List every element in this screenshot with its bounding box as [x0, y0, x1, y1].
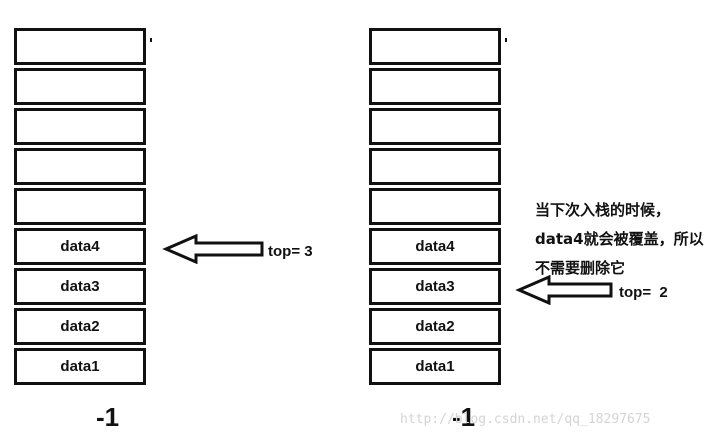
left-stack: data4 data3 data2 data1	[14, 28, 152, 390]
stack-slot	[14, 108, 146, 145]
left-base-label: -1	[96, 402, 120, 432]
left-arrow-icon	[515, 275, 613, 305]
stack-slot	[14, 188, 146, 225]
stack-slot-data2: data2	[14, 308, 146, 345]
right-base-label: -1	[452, 402, 476, 432]
overwrite-note: 当下次入栈的时候，data4就会被覆盖，所以不需要删除它	[535, 201, 704, 277]
stack-slot-data4: data4	[369, 228, 501, 265]
stack-slot	[369, 68, 501, 105]
stack-slot	[14, 28, 146, 65]
right-top-label: top= 2	[619, 284, 668, 301]
stack-slot-data3: data3	[369, 268, 501, 305]
tick-mark	[150, 38, 152, 42]
left-top-label: top= 3	[268, 243, 313, 260]
tick-mark	[505, 38, 507, 42]
stack-slot	[14, 148, 146, 185]
stack-slot-data4: data4	[14, 228, 146, 265]
stack-slot	[369, 148, 501, 185]
stack-slot-data1: data1	[369, 348, 501, 385]
right-stack: data4 data3 data2 data1	[369, 28, 507, 390]
stack-slot-data2: data2	[369, 308, 501, 345]
stack-slot-data3: data3	[14, 268, 146, 305]
stack-slot	[369, 188, 501, 225]
stack-slot	[14, 68, 146, 105]
stack-slot	[369, 108, 501, 145]
stack-slot	[369, 28, 501, 65]
stack-slot-data1: data1	[14, 348, 146, 385]
watermark: http://blog.csdn.net/qq_18297675	[400, 412, 651, 427]
left-arrow-icon	[162, 234, 264, 264]
